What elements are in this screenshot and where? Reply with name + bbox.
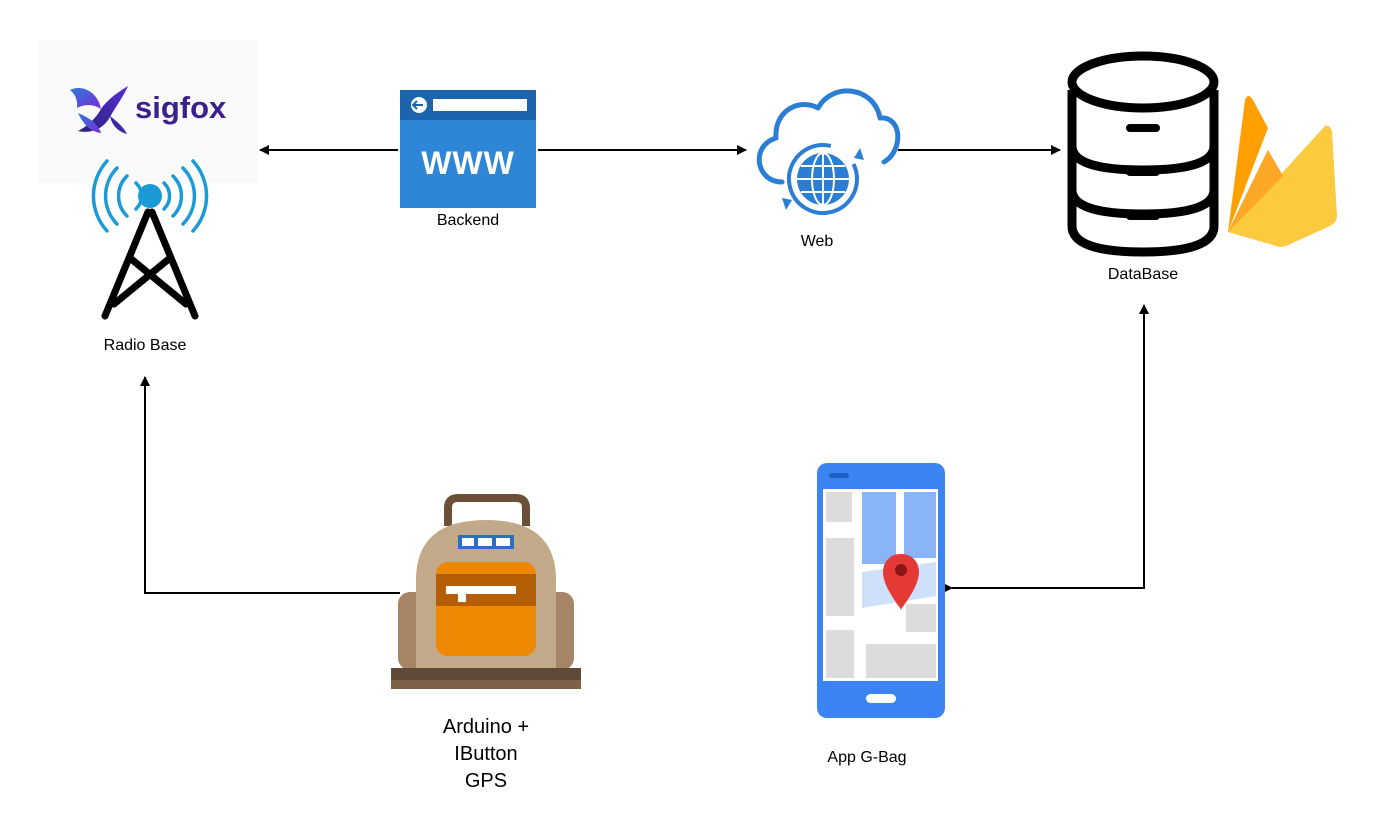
- backpack-icon: [391, 494, 581, 689]
- device-label-line-2: IButton: [454, 743, 518, 765]
- www-browser-icon: WWW: [400, 90, 536, 208]
- sigfox-logo: sigfox: [38, 40, 258, 183]
- database-icon: [1067, 51, 1219, 257]
- arrow-app-database-bidirectional: [943, 304, 1149, 593]
- web-label: Web: [800, 233, 834, 250]
- firebase-icon: [1228, 96, 1337, 247]
- app-label: App G-Bag: [827, 749, 907, 766]
- radio-base-label: Radio Base: [103, 337, 187, 354]
- cloud-globe-icon: [756, 88, 901, 215]
- arrow-device-to-radio-base: [140, 376, 400, 594]
- device-label: Arduino + IButton GPS: [406, 714, 566, 795]
- device-label-line-3: GPS: [464, 770, 508, 792]
- sigfox-wordmark: sigfox: [135, 90, 227, 125]
- map-blocks: [826, 492, 936, 678]
- phone-map-icon: [817, 463, 945, 718]
- database-label: DataBase: [1107, 266, 1179, 283]
- connectors: [140, 145, 1149, 594]
- www-icon-text: WWW: [421, 145, 515, 181]
- radio-tower-icon: [91, 159, 209, 320]
- backend-label: Backend: [436, 212, 500, 229]
- device-label-line-1: Arduino +: [442, 716, 530, 738]
